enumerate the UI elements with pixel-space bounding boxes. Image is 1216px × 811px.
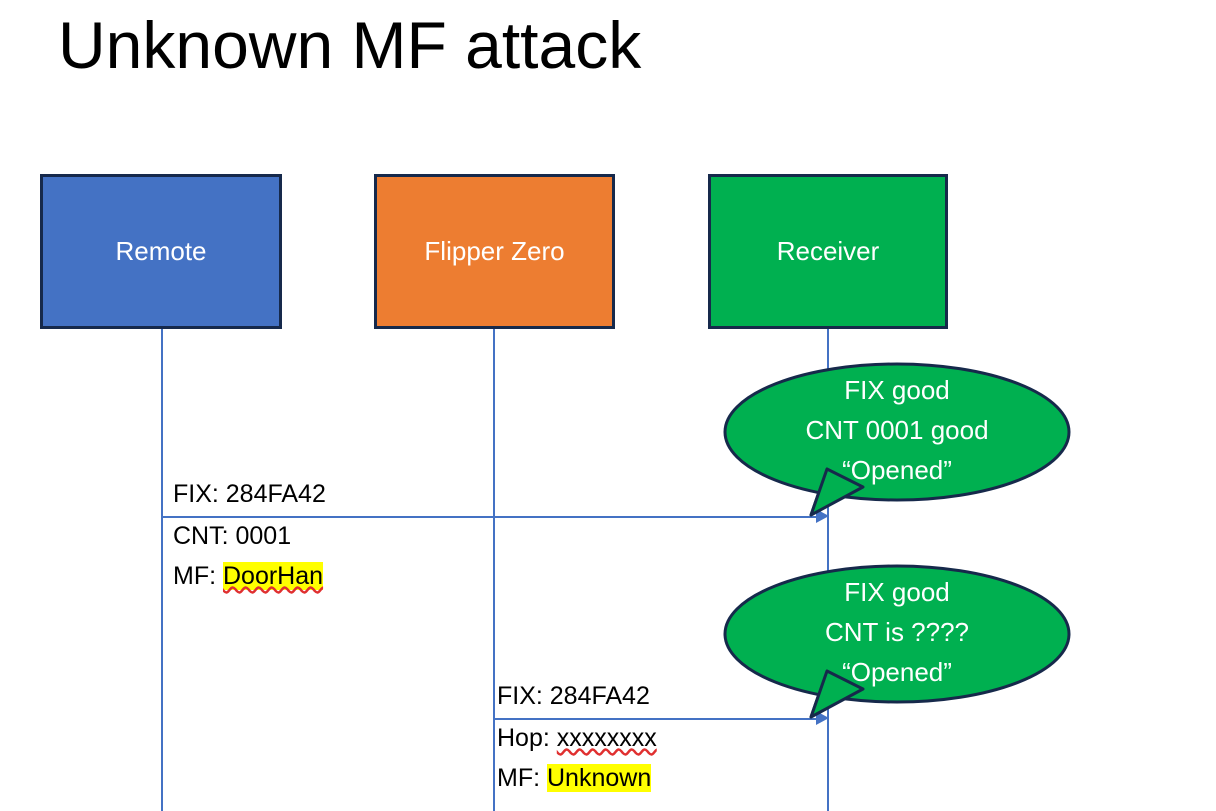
message-1-cnt-line: CNT: 0001 <box>173 516 323 556</box>
lifeline-remote <box>161 329 163 811</box>
message-2-fix-text: FIX: 284FA42 <box>497 682 650 710</box>
callout-bubble-receiver-2[interactable]: FIX good CNT is ???? “Opened” <box>723 564 1071 724</box>
page-title: Unknown MF attack <box>58 8 642 82</box>
message-1-fix-text: FIX: 284FA42 <box>173 480 326 508</box>
message-label-1-above: FIX: 284FA42 <box>173 474 326 514</box>
actor-box-receiver[interactable]: Receiver <box>708 174 948 329</box>
message-label-2-below: Hop: xxxxxxxx MF: Unknown <box>497 718 657 798</box>
message-arrow-head-2 <box>816 711 829 725</box>
message-1-cnt-text: CNT: 0001 <box>173 522 292 550</box>
message-arrow-line-1 <box>162 516 817 518</box>
message-1-mf-value: DoorHan <box>223 562 324 590</box>
message-arrow-head-1 <box>816 509 829 523</box>
message-arrow-line-2 <box>494 718 817 720</box>
actor-label-remote: Remote <box>115 235 207 266</box>
message-2-mf-value: Unknown <box>547 764 652 792</box>
message-1-mf-prefix: MF: <box>173 562 223 590</box>
message-label-2-above: FIX: 284FA42 <box>497 676 650 716</box>
message-2-hop-value: xxxxxxxx <box>556 724 657 752</box>
callout-bubble-receiver-1[interactable]: FIX good CNT 0001 good “Opened” <box>723 362 1071 522</box>
message-2-hop-line: Hop: xxxxxxxx <box>497 718 657 758</box>
message-2-mf-line: MF: Unknown <box>497 758 657 798</box>
actor-label-receiver: Receiver <box>776 235 880 266</box>
message-1-mf-line: MF: DoorHan <box>173 556 324 596</box>
lifeline-flipper-zero <box>493 329 495 811</box>
actor-box-flipper-zero[interactable]: Flipper Zero <box>374 174 615 329</box>
callout-shape-1 <box>723 362 1071 517</box>
message-2-hop-prefix: Hop: <box>497 724 557 752</box>
message-label-1-below: CNT: 0001 MF: DoorHan <box>173 516 324 596</box>
callout-shape-2 <box>723 564 1071 719</box>
actor-box-remote[interactable]: Remote <box>40 174 282 329</box>
actor-label-flipper-zero: Flipper Zero <box>424 235 565 266</box>
message-2-mf-prefix: MF: <box>497 764 547 792</box>
